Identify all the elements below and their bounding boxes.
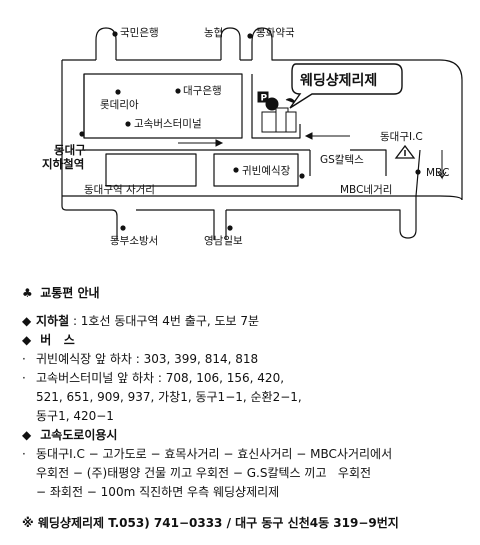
dot-icon: ·	[22, 371, 26, 385]
mbc-intersection-label: MBC네거리	[340, 184, 392, 196]
road-outline	[136, 209, 215, 240]
guide-title-row: ♣ 교통편 안내	[22, 284, 472, 303]
guide-title: 교통편 안내	[40, 286, 100, 300]
location-map: P 웨딩샹제리제 국민은행 농협 봉화약국 롯데리아 대구은행 고속버스터미널 …	[42, 26, 463, 247]
mbc-label: MBC	[426, 167, 449, 179]
marker-dot	[115, 89, 121, 95]
marker-dot	[415, 169, 421, 175]
road-outline	[439, 195, 463, 201]
gwibin-restaurant-label: 귀빈예식장	[242, 164, 291, 177]
dongdaegu-ic-label: 동대구I.C	[380, 131, 423, 143]
subway-station-label-line2: 지하철역	[42, 157, 84, 171]
diamond-icon: ◆	[22, 333, 32, 347]
marker-dot	[125, 121, 131, 127]
transport-guide: ♣ 교통편 안내 ◆ 지하철 : 1호선 동대구역 4번 출구, 도보 7분 ◆ …	[22, 284, 472, 533]
wedding-hall-callout: 웨딩샹제리제	[300, 72, 377, 89]
marker-dot	[233, 167, 239, 173]
kookmin-bank-label: 국민은행	[120, 27, 159, 39]
dot-icon: ·	[22, 447, 26, 461]
road-outline	[83, 73, 243, 139]
dongdaegu-intersection-label: 동대구역 사거리	[84, 184, 155, 196]
subway-text: : 1호선 동대구역 4번 출구, 도보 7분	[69, 314, 260, 328]
road-outline	[251, 74, 301, 139]
highway-line: − 좌회전 − 100m 직진하면 우측 웨딩샹제리제	[36, 485, 280, 499]
highway-label: 고속도로이용시	[40, 428, 118, 442]
road-outline	[350, 149, 387, 176]
bus-label: 버 스	[40, 333, 75, 347]
dongbu-fire-station-label: 동부소방서	[110, 235, 158, 247]
highway-header-row: ◆ 고속도로이용시	[22, 426, 472, 445]
bus-line: ·귀빈예식장 앞 하차 : 303, 399, 814, 818	[22, 350, 472, 369]
highway-line: ·동대구I.C − 고가도로 − 효목사거리 − 효신사거리 − MBC사거리에…	[22, 445, 472, 464]
subway-station-label-line1: 동대구	[54, 143, 86, 157]
yeongnam-ilbo-label: 영남일보	[204, 234, 243, 247]
marker-dot	[120, 225, 126, 231]
club-icon: ♣	[22, 286, 33, 300]
diamond-icon: ◆	[22, 428, 32, 442]
road-outline	[213, 153, 299, 187]
subway-label: 지하철	[36, 314, 70, 328]
bus-line: 동구1, 420−1	[36, 409, 114, 423]
marker-dot	[299, 173, 305, 179]
subway-row: ◆ 지하철 : 1호선 동대구역 4번 출구, 도보 7분	[22, 312, 472, 331]
marker-dot	[175, 88, 181, 94]
bus-header-row: ◆ 버 스	[22, 331, 472, 350]
lotteria-label: 롯데리아	[100, 99, 139, 111]
road-outline	[251, 27, 463, 200]
contact-footer: ※ 웨딩샹제리제 T.053) 741−0333 / 대구 동구 신천4동 31…	[22, 516, 399, 530]
dot-icon: ·	[22, 352, 26, 366]
callout-bubble	[289, 63, 403, 109]
marker-dot	[112, 31, 118, 37]
marker-dot	[247, 33, 253, 39]
bus-line: ·고속버스터미널 앞 하차 : 708, 106, 156, 420,	[22, 369, 472, 388]
bus-line: 521, 651, 909, 937, 가창1, 동구1−1, 순환2−1,	[36, 390, 302, 404]
daegu-bank-label: 대구은행	[183, 85, 222, 97]
gs-caltex-label: GS칼텍스	[320, 153, 364, 166]
road-outline	[225, 196, 417, 240]
marker-dot	[227, 225, 233, 231]
bonghwa-pharmacy-label: 봉화약국	[256, 27, 295, 39]
highway-line: 우회전 − (주)태평양 건물 끼고 우회전 − G.S칼텍스 끼고 우회전	[36, 466, 372, 480]
parking-sign-text: P	[261, 94, 268, 104]
marker-dot	[79, 131, 85, 137]
wedding-hall-building-icon: P	[257, 91, 297, 133]
road-outline	[220, 27, 241, 60]
diamond-icon: ◆	[22, 314, 32, 328]
nonghyup-label: 농협	[204, 26, 223, 39]
road-outline	[61, 160, 118, 240]
express-terminal-label: 고속버스터미널	[134, 118, 202, 130]
road-outline	[105, 153, 197, 187]
